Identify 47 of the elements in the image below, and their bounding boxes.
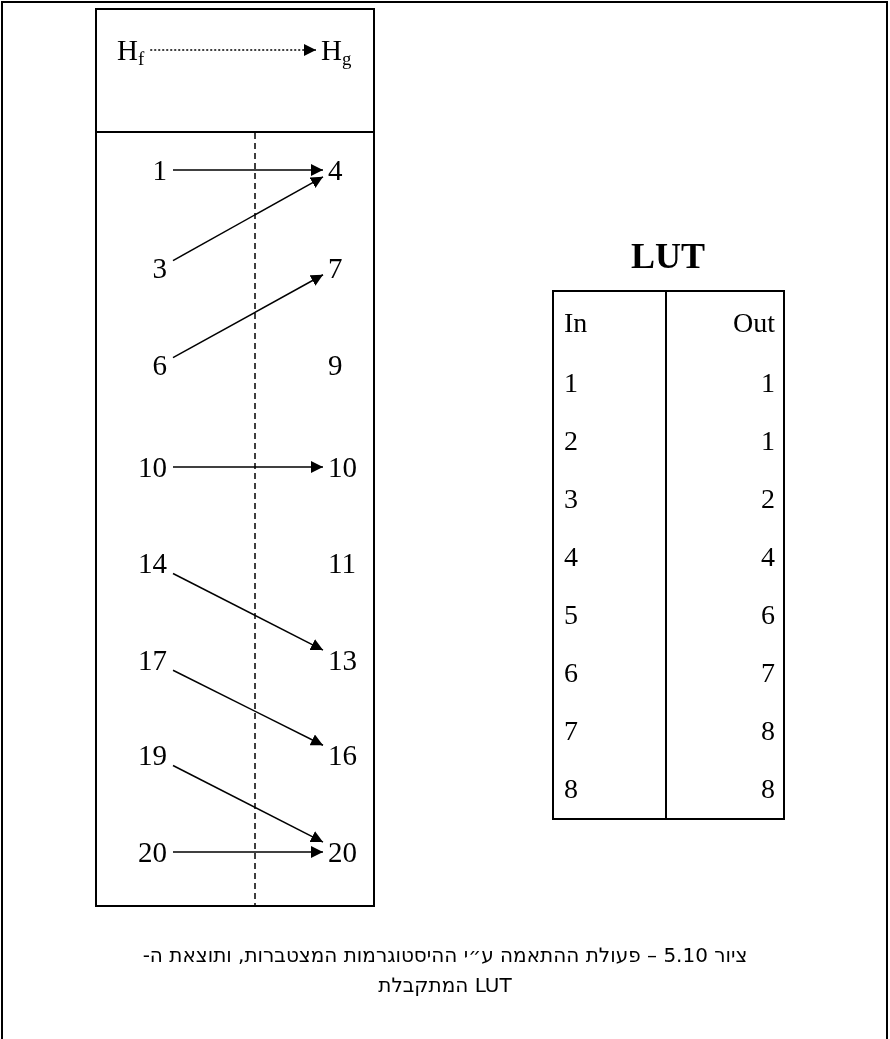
table-cell: 6 [553,644,666,702]
table-panel [95,8,375,907]
table-cell: 4 [553,528,666,586]
value-label: 4 [328,155,343,185]
arrow [172,461,324,473]
table-cell: 1 [553,354,666,412]
table-cell: 1 [666,412,784,470]
arrow [149,44,317,56]
table-cell: 6 [666,586,784,644]
arrow [172,274,324,359]
arrow [172,164,324,176]
arrow [172,572,324,651]
value-label: 14 [138,548,167,578]
table-cell: 2 [553,412,666,470]
value-label: 10 [328,452,357,482]
table-cell: 2 [666,470,784,528]
table-cell: 8 [666,760,784,819]
arrow [172,669,324,746]
value-label: 16 [328,740,357,770]
table-cell: 1 [666,354,784,412]
value-label: 9 [328,350,343,380]
table-cell: 4 [666,528,784,586]
table-cell: 5 [553,586,666,644]
table-cell: 7 [666,644,784,702]
value-label: 19 [138,740,167,770]
arrow [172,176,324,262]
arrow [172,764,324,843]
value-label: 17 [138,645,167,675]
table-cell: 8 [553,760,666,819]
value-label: 6 [152,350,167,380]
value-label: 20 [138,837,167,867]
value-label: 7 [328,253,343,283]
table-cell: 3 [553,470,666,528]
value-label: 13 [328,645,357,675]
table-cell: Out [666,291,784,354]
value-label: 3 [152,253,167,283]
histogram-label: H$_{f}$ [117,35,145,65]
value-label: 20 [328,837,357,867]
value-label: 11 [328,548,356,578]
table-cell: 8 [666,702,784,760]
table-cell: 7 [553,702,666,760]
table-cell: In [553,291,666,354]
figure-caption: ציור 5.10 – פעולת ההתאמה ע״י ההיסטוגרמות המצטברות, ותוצאת ה-LUT המתקבלת [141,942,749,999]
table-title: LUT [630,238,706,274]
arrow [172,846,324,858]
value-label: 10 [138,452,167,482]
value-label: 1 [152,155,167,185]
